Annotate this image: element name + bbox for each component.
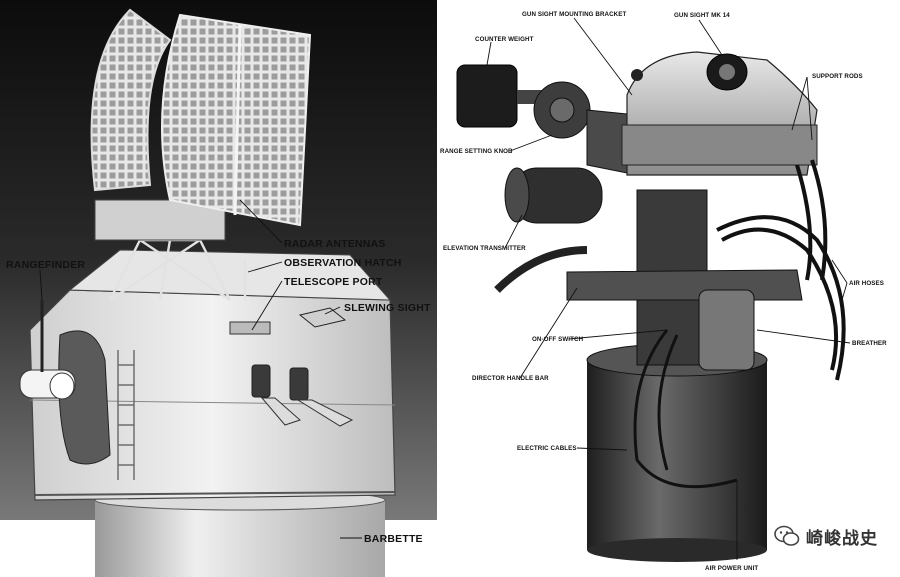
label-air-hoses: AIR HOSES	[849, 280, 884, 287]
watermark-text: 崎峻战史	[806, 528, 878, 549]
radar-antenna-right	[161, 13, 312, 227]
label-air-power-unit: AIR POWER UNIT	[705, 565, 758, 572]
label-counter-weight: COUNTER WEIGHT	[475, 36, 534, 43]
label-gun-sight-mk14: GUN SIGHT MK 14	[674, 12, 730, 19]
left-illustration-panel: RADAR ANTENNAS OBSERVATION HATCH TELESCO…	[0, 0, 437, 577]
left-leader-lines	[39, 199, 362, 539]
label-gun-sight-mounting-bracket: GUN SIGHT MOUNTING BRACKET	[522, 11, 626, 18]
label-slewing-sight: SLEWING SIGHT	[344, 302, 431, 314]
label-radar-antennas: RADAR ANTENNAS	[284, 238, 386, 250]
label-breather: BREATHER	[852, 340, 887, 347]
air-power-unit-shape	[586, 343, 768, 562]
label-electric-cables: ELECTRIC CABLES	[517, 445, 577, 452]
label-support-rods: SUPPORT RODS	[812, 73, 863, 80]
gun-sight-mk14-shape	[621, 51, 818, 176]
label-elevation-transmitter: ELEVATION TRANSMITTER	[443, 245, 526, 252]
label-telescope-port: TELESCOPE PORT	[284, 276, 383, 288]
radar-antenna-left	[90, 8, 172, 192]
gun-director-drawing: RADAR ANTENNAS OBSERVATION HATCH TELESCO…	[0, 0, 437, 577]
gun-sight-drawing: GUN SIGHT MOUNTING BRACKET GUN SIGHT MK …	[437, 0, 900, 577]
label-range-setting-knob: RANGE SETTING KNOB	[440, 148, 513, 155]
label-observation-hatch: OBSERVATION HATCH	[284, 257, 402, 269]
electric-cables-shape	[633, 329, 738, 489]
label-on-off-switch: ON-OFF SWITCH	[532, 336, 584, 343]
elevation-transmitter-shape	[504, 167, 603, 224]
wechat-logo-icon	[774, 525, 800, 546]
support-rods-shape	[795, 159, 828, 281]
barbette-shape	[94, 489, 386, 577]
director-housing	[19, 249, 396, 501]
label-rangefinder: RANGEFINDER	[6, 259, 85, 271]
right-illustration-panel: GUN SIGHT MOUNTING BRACKET GUN SIGHT MK …	[437, 0, 900, 577]
breather-shape	[698, 289, 755, 371]
right-leader-lines	[486, 17, 851, 560]
air-hoses-shape	[716, 215, 846, 381]
label-barbette: BARBETTE	[364, 533, 423, 545]
label-director-handle-bar: DIRECTOR HANDLE BAR	[472, 375, 549, 382]
watermark: 崎峻战史	[774, 523, 878, 549]
